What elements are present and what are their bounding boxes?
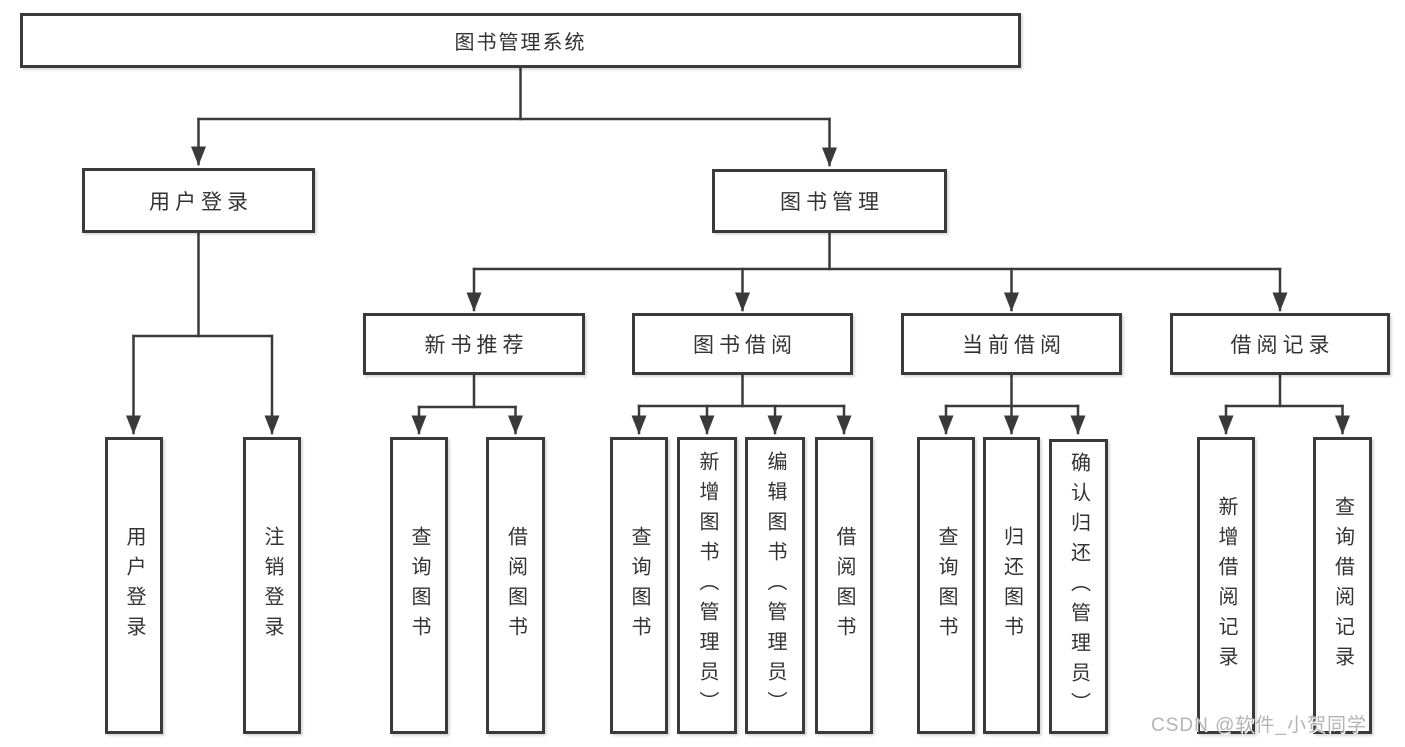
node-root-label: 图书管理系统 [454,32,587,54]
node-user-login-label: 用户登录 [149,190,253,214]
leaf-bb-add-book-admin-label: 新增图书（管理员） [696,450,718,721]
node-new-book-recommend-label: 新书推荐 [424,334,529,357]
leaf-cb-return-books-label: 归还图书 [1000,525,1023,646]
node-borrow-records: 借阅记录 [1170,313,1390,375]
node-current-borrowing-label: 当前借阅 [962,334,1066,357]
leaf-cb-return-books: 归还图书 [983,437,1040,734]
leaf-br-add-record: 新增借阅记录 [1197,437,1255,734]
node-borrow-records-label: 借阅记录 [1230,334,1335,357]
leaf-nb-borrow-books-label: 借阅图书 [504,525,527,646]
leaf-user-login-label: 用户登录 [123,525,145,646]
node-new-book-recommend: 新书推荐 [363,313,585,375]
leaf-bb-query-books-label: 查询图书 [628,525,650,646]
leaf-cb-confirm-return-admin-label: 确认归还（管理员） [1067,451,1090,722]
node-root: 图书管理系统 [20,13,1021,68]
leaf-logout-label: 注销登录 [261,525,283,646]
leaf-bb-borrow-books: 借阅图书 [815,437,873,734]
leaf-bb-edit-book-admin-label: 编辑图书（管理员） [764,450,786,721]
leaf-bb-add-book-admin: 新增图书（管理员） [677,437,737,734]
leaf-bb-borrow-books-label: 借阅图书 [833,525,855,646]
node-current-borrowing: 当前借阅 [901,313,1122,375]
leaf-br-query-record-label: 查询借阅记录 [1331,495,1354,676]
node-book-borrowing-label: 图书借阅 [693,334,797,357]
leaf-nb-query-books-label: 查询图书 [408,525,430,646]
leaf-nb-query-books: 查询图书 [390,437,448,734]
leaf-nb-borrow-books: 借阅图书 [486,437,545,734]
leaf-bb-query-books: 查询图书 [610,437,668,734]
leaf-bb-edit-book-admin: 编辑图书（管理员） [745,437,805,734]
node-book-management: 图书管理 [712,169,947,233]
node-user-login: 用户登录 [82,168,315,233]
node-book-management-label: 图书管理 [780,191,884,214]
watermark: CSDN @软件_小贺同学 [1151,715,1367,736]
leaf-cb-confirm-return-admin: 确认归还（管理员） [1049,439,1108,734]
leaf-user-login: 用户登录 [105,437,163,734]
node-book-borrowing: 图书借阅 [632,313,853,375]
leaf-cb-query-books-label: 查询图书 [935,525,957,646]
leaf-br-add-record-label: 新增借阅记录 [1215,495,1237,676]
leaf-logout: 注销登录 [243,437,301,734]
leaf-cb-query-books: 查询图书 [917,437,975,734]
leaf-br-query-record: 查询借阅记录 [1313,437,1372,734]
